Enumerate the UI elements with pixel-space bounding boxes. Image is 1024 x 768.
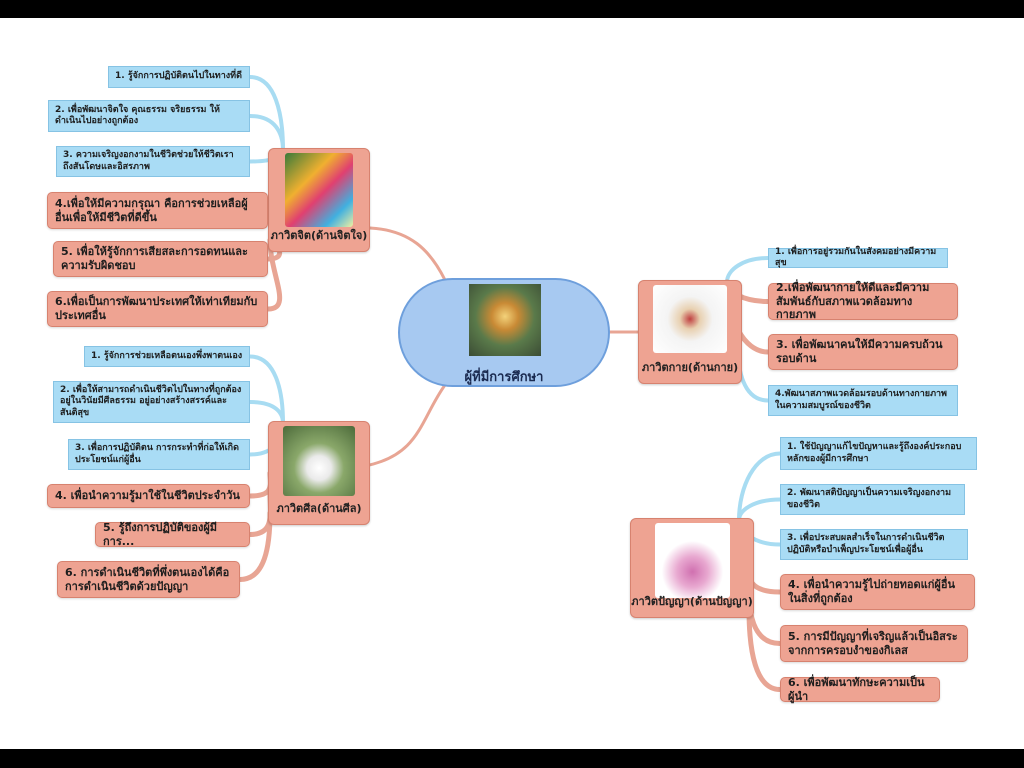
connector [248, 354, 285, 425]
item-text: 1. รู้จักการปฏิบัติตนไปในทางที่ดี [115, 71, 242, 82]
topic-image [283, 426, 355, 496]
wisdom-item-1[interactable]: 1. ใช้ปัญญาแก้ไขปัญหาและรู้ถึงองค์ประกอบ… [780, 437, 977, 470]
topic-label: ภาวิตกาย(ด้านกาย) [641, 361, 739, 374]
wisdom-item-5[interactable]: 5. การมีปัญญาที่เจริญแล้วเป็นอิสระจากการ… [780, 625, 968, 662]
item-text: 6. การดำเนินชีวิตที่พึ่งตนเองได้คือการดำ… [65, 565, 230, 593]
connector [368, 226, 447, 282]
topic-morality[interactable]: ภาวิตศีล(ด้านศีล) [268, 421, 370, 525]
item-text: 5. การมีปัญญาที่เจริญแล้วเป็นอิสระจากการ… [788, 629, 958, 657]
item-text: 4. เพื่อนำความรู้มาใช้ในชีวิตประจำวัน [55, 489, 240, 503]
mind-item-4[interactable]: 4.เพื่อให้มีความกรุณา คือการช่วยเหลือผู้… [47, 192, 268, 229]
connector [248, 75, 285, 152]
topic-wisdom[interactable]: ภาวิตปัญญา(ด้านปัญญา) [630, 518, 754, 618]
top-letterbox [0, 0, 1024, 18]
connector [737, 497, 782, 522]
item-text: 4.เพื่อให้มีความกรุณา คือการช่วยเหลือผู้… [55, 196, 248, 224]
item-text: 2.เพื่อพัฒนากายให้ดีและมีความสัมพันธ์กับ… [776, 280, 930, 322]
connector [248, 114, 285, 152]
topic-image [285, 153, 353, 227]
morality-item-3[interactable]: 3. เพื่อการปฏิบัติตน การกระทำที่ก่อให้เก… [68, 439, 250, 470]
item-text: 1. รู้จักการช่วยเหลือตนเองพึ่งพาตนเอง [91, 350, 243, 361]
morality-item-2[interactable]: 2. เพื่อให้สามารถดำเนินชีวิตไปในทางที่ถู… [53, 381, 250, 423]
morality-item-1[interactable]: 1. รู้จักการช่วยเหลือตนเองพึ่งพาตนเอง [84, 346, 250, 367]
item-text: 3. เพื่อประสบผลสำเร็จในการดำเนินชีวิตปฏิ… [787, 533, 945, 555]
mind-item-1[interactable]: 1. รู้จักการปฏิบัติตนไปในทางที่ดี [108, 66, 250, 88]
bottom-letterbox [0, 749, 1024, 768]
central-topic[interactable]: ผู้ที่มีการศึกษา [398, 278, 610, 387]
body-item-4[interactable]: 4.พัฒนาสภาพแวดล้อมรอบด้านทางกายภาพในความ… [768, 385, 958, 416]
item-text: 3. เพื่อพัฒนาคนให้มีความครบถ้วนรอบด้าน [776, 338, 943, 365]
connector [248, 400, 285, 425]
item-text: 2. พัฒนาสติปัญญาเป็นความเจริญงอกงามของชี… [787, 488, 952, 510]
mind-item-3[interactable]: 3. ความเจริญงอกงามในชีวิตช่วยให้ชีวิตเรา… [56, 146, 250, 177]
item-text: 5. รู้ถึงการปฏิบัติของผู้มีการ... [103, 520, 218, 548]
body-item-3[interactable]: 3. เพื่อพัฒนาคนให้มีความครบถ้วนรอบด้าน [768, 334, 958, 370]
item-text: 1. ใช้ปัญญาแก้ไขปัญหาและรู้ถึงองค์ประกอบ… [787, 442, 962, 464]
mind-item-5[interactable]: 5. เพื่อให้รู้จักการเสียสละการอดทนและควา… [53, 241, 268, 277]
topic-label: ภาวิตปัญญา(ด้านปัญญา) [631, 595, 753, 608]
item-text: 4. เพื่อนำความรู้ไปถ่ายทอดแก่ผู้อื่นในสิ… [788, 578, 955, 605]
item-text: 2. เพื่อพัฒนาจิตใจ คุณธรรม จริยธรรม ให้ด… [55, 104, 220, 126]
wisdom-item-4[interactable]: 4. เพื่อนำความรู้ไปถ่ายทอดแก่ผู้อื่นในสิ… [780, 574, 975, 610]
topic-label: ภาวิตจิต(ด้านจิตใจ) [270, 229, 368, 242]
morality-item-6[interactable]: 6. การดำเนินชีวิตที่พึ่งตนเองได้คือการดำ… [57, 561, 240, 598]
wisdom-item-2[interactable]: 2. พัฒนาสติปัญญาเป็นความเจริญงอกงามของชี… [780, 484, 965, 515]
topic-body[interactable]: ภาวิตกาย(ด้านกาย) [638, 280, 742, 384]
topic-image [654, 523, 730, 598]
connector [363, 383, 447, 468]
morality-item-4[interactable]: 4. เพื่อนำความรู้มาใช้ในชีวิตประจำวัน [47, 484, 250, 508]
connector [746, 606, 783, 692]
body-item-1[interactable]: 1. เพื่อการอยู่รวมกันในสังคมอย่างมีความส… [768, 246, 948, 268]
topic-label: ภาวิตศีล(ด้านศีล) [276, 502, 362, 515]
buddha-image [469, 284, 541, 356]
mind-item-2[interactable]: 2. เพื่อพัฒนาจิตใจ คุณธรรม จริยธรรม ให้ด… [48, 100, 250, 132]
connector [725, 256, 770, 284]
body-item-2[interactable]: 2.เพื่อพัฒนากายให้ดีและมีความสัมพันธ์กับ… [768, 280, 958, 322]
item-text: 2. เพื่อให้สามารถดำเนินชีวิตไปในทางที่ถู… [60, 385, 242, 418]
wisdom-item-3[interactable]: 3. เพื่อประสบผลสำเร็จในการดำเนินชีวิตปฏิ… [780, 529, 968, 560]
mind-item-6[interactable]: 6.เพื่อเป็นการพัฒนาประเทศให้เท่าเทียมกับ… [47, 291, 268, 327]
topic-image [653, 285, 727, 353]
morality-item-5[interactable]: 5. รู้ถึงการปฏิบัติของผู้มีการ... [95, 520, 250, 548]
item-text: 3. ความเจริญงอกงามในชีวิตช่วยให้ชีวิตเรา… [63, 150, 234, 172]
item-text: 4.พัฒนาสภาพแวดล้อมรอบด้านทางกายภาพในความ… [775, 389, 947, 411]
topic-mind[interactable]: ภาวิตจิต(ด้านจิตใจ) [268, 148, 370, 252]
item-text: 6. เพื่อพัฒนาทักษะความเป็นผู้นำ [788, 675, 925, 703]
item-text: 1. เพื่อการอยู่รวมกันในสังคมอย่างมีความส… [775, 246, 937, 268]
item-text: 6.เพื่อเป็นการพัฒนาประเทศให้เท่าเทียมกับ… [55, 295, 258, 322]
connector [737, 451, 782, 522]
wisdom-item-6[interactable]: 6. เพื่อพัฒนาทักษะความเป็นผู้นำ [780, 675, 940, 703]
item-text: 5. เพื่อให้รู้จักการเสียสละการอดทนและควา… [61, 245, 248, 272]
central-topic-label: ผู้ที่มีการศึกษา [464, 370, 544, 385]
item-text: 3. เพื่อการปฏิบัติตน การกระทำที่ก่อให้เก… [75, 443, 239, 465]
